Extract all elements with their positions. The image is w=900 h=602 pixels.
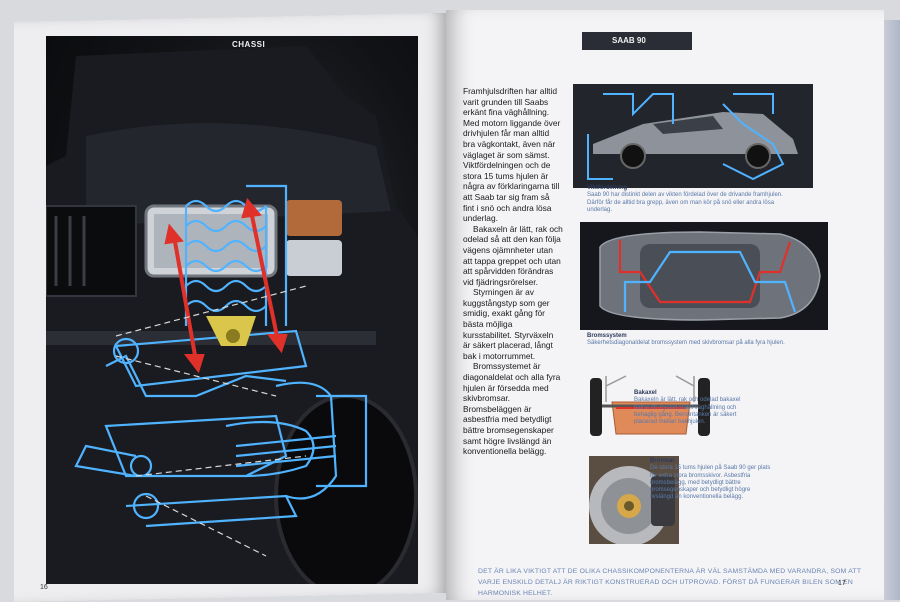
figure-text: Säkerhetsdiagonaldelat bromssystem med s…	[587, 340, 785, 347]
figure-text: De stora 15 tums hjulen på Saab 90 ger p…	[650, 465, 771, 501]
model-tab: SAAB 90	[582, 32, 692, 50]
page-number-right: 17	[838, 580, 846, 587]
page-number-left: 16	[40, 584, 48, 591]
figure-title: Bromssystem	[587, 333, 627, 339]
body-paragraph: Styrningen är av kuggstångstyp som ger s…	[463, 287, 554, 361]
figure-text: Bakaxeln är lätt, rak och odelad bakaxel…	[634, 397, 741, 426]
rear-axle-figure	[586, 366, 716, 448]
body-paragraph: Bakaxeln är lätt, rak och odelad så att …	[463, 223, 563, 287]
figure-caption: Viktfördelning Saab 90 har distinkt dele…	[587, 185, 787, 214]
footer-statement: DET ÄR LIKA VIKTIGT ATT DE OLIKA CHASSIK…	[478, 568, 862, 597]
brake-disc-figure	[589, 456, 679, 544]
brake-system-figure	[580, 222, 828, 330]
section-title: CHASSI	[232, 40, 266, 49]
chassis-illustration	[46, 36, 418, 584]
figure-title: Bakaxel	[634, 390, 657, 396]
page-edge	[884, 20, 900, 600]
figure-caption: Bromsar De stora 15 tums hjulen på Saab …	[650, 458, 772, 502]
body-paragraph: Framhjulsdriften har alltid varit grunde…	[463, 86, 561, 224]
body-text-column: Framhjulsdriften har alltid varit grunde…	[463, 86, 563, 457]
figure-caption: Bakaxel Bakaxeln är lätt, rak och odelad…	[634, 390, 754, 426]
chassis-xray-drawing	[46, 46, 418, 584]
figure-title: Viktfördelning	[587, 185, 628, 191]
body-paragraph: Bromssystemet är diagonaldelat och alla …	[463, 361, 561, 457]
figure-text: Saab 90 har distinkt delen av vikten för…	[587, 192, 783, 213]
figure-title: Bromsar	[650, 458, 675, 464]
figure-caption: Bromssystem Säkerhetsdiagonaldelat broms…	[587, 333, 787, 348]
weight-distribution-figure	[573, 84, 813, 188]
